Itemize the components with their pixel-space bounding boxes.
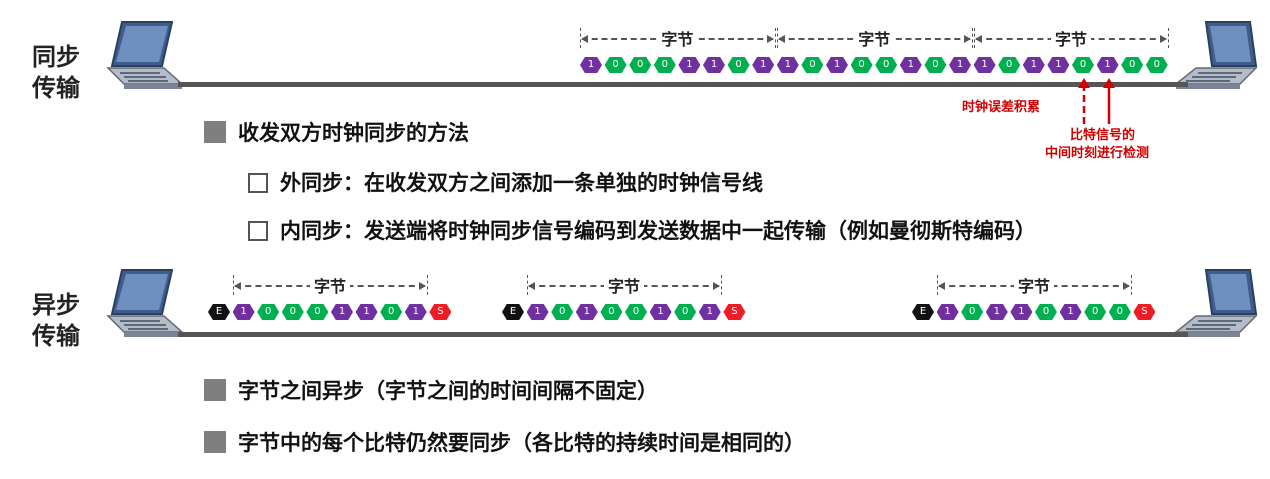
async-bit: 1 (1010, 304, 1033, 320)
external-sync-item: 外同步：在收发双方之间添加一条单独的时钟信号线 (248, 167, 763, 197)
sync-bit: 1 (776, 57, 799, 73)
clock-error-arrow (1078, 78, 1090, 124)
sync-bit: 0 (875, 57, 898, 73)
sync-bit: 1 (949, 57, 971, 73)
sample-point-arrow (1103, 78, 1115, 124)
async-bit: 1 (936, 304, 959, 320)
async-bit: 0 (281, 304, 304, 320)
laptop-icon (1173, 21, 1258, 89)
async-bit: 1 (1059, 304, 1082, 320)
sync-bit: 0 (727, 57, 750, 73)
async-bit: 0 (257, 304, 280, 320)
stop-bit: S (429, 304, 452, 320)
async-label: 异步 传输 (32, 290, 80, 352)
external-sync-text: 外同步：在收发双方之间添加一条单独的时钟信号线 (280, 171, 763, 195)
start-bit: E (912, 304, 934, 320)
sync-bit: 1 (1047, 57, 1070, 73)
sample-label-line1: 比特信号的 (1070, 128, 1136, 143)
async-bit: 1 (526, 304, 549, 320)
square-bullet-icon (204, 379, 226, 401)
byte-label: 字节 (1051, 26, 1092, 50)
sync-bit: 0 (604, 57, 627, 73)
async-bit: 0 (551, 304, 574, 320)
hollow-square-bullet-icon (248, 221, 268, 241)
stop-bit: S (1133, 304, 1156, 320)
async-bit: 0 (674, 304, 697, 320)
async-bit: 1 (649, 304, 672, 320)
async-bit: 0 (961, 304, 984, 320)
byte-label: 字节 (604, 273, 645, 297)
sync-bit: 0 (1072, 57, 1094, 73)
sync-bit: 0 (629, 57, 652, 73)
sync-bit: 1 (826, 57, 848, 73)
sync-bit: 0 (924, 57, 947, 73)
async-bit: 1 (404, 304, 427, 320)
sync-bit: 1 (678, 57, 701, 73)
async-transmission-line (178, 332, 1188, 337)
async-bit: 1 (698, 304, 721, 320)
sync-bit: 1 (1022, 57, 1045, 73)
async-bit: 1 (232, 304, 255, 320)
internal-sync-item: 内同步：发送端将时钟同步信号编码到发送数据中一起传输（例如曼彻斯特编码） (248, 215, 1036, 245)
stop-bit: S (723, 304, 746, 320)
async-bit: 0 (380, 304, 403, 320)
square-bullet-icon (204, 431, 226, 453)
start-bit: E (208, 304, 230, 320)
sync-bit: 1 (899, 57, 922, 73)
hollow-square-bullet-icon (248, 173, 268, 193)
sync-bit: 0 (850, 57, 873, 73)
async-bit: 0 (1084, 304, 1107, 320)
async-point-2-text: 字节中的每个比特仍然要同步（各比特的持续时间是相同的） (238, 431, 805, 455)
laptop-icon (106, 269, 184, 337)
async-bit: 0 (1108, 304, 1131, 320)
internal-sync-text: 内同步：发送端将时钟同步信号编码到发送数据中一起传输（例如曼彻斯特编码） (280, 219, 1036, 243)
async-bit: 0 (1035, 304, 1057, 320)
async-bit: 1 (575, 304, 598, 320)
clock-error-label: 时钟误差积累 (962, 100, 1041, 115)
async-label-line1: 异步 (32, 291, 80, 319)
async-point-1: 字节之间异步（字节之间的时间间隔不固定） (204, 375, 658, 405)
sync-transmission-line (178, 82, 1188, 87)
sync-bit: 1 (1096, 57, 1119, 73)
byte-label: 字节 (854, 26, 895, 50)
sync-bit: 0 (801, 57, 824, 73)
sync-bit: 1 (580, 57, 602, 73)
sync-label: 同步 传输 (32, 42, 80, 104)
method-title: 收发双方时钟同步的方法 (204, 117, 469, 147)
byte-label: 字节 (1014, 273, 1055, 297)
method-title-text: 收发双方时钟同步的方法 (238, 121, 469, 145)
byte-label: 字节 (310, 273, 351, 297)
byte-label: 字节 (657, 26, 698, 50)
start-bit: E (502, 304, 524, 320)
laptop-icon (1173, 269, 1258, 337)
async-point-2: 字节中的每个比特仍然要同步（各比特的持续时间是相同的） (204, 427, 805, 457)
async-bit: 1 (355, 304, 378, 320)
async-bit: 1 (331, 304, 353, 320)
async-bit: 0 (600, 304, 623, 320)
laptop-icon (106, 21, 184, 89)
sync-label-line1: 同步 (32, 43, 80, 71)
async-label-line2: 传输 (32, 322, 80, 350)
sync-bit: 1 (752, 57, 775, 73)
sync-bit: 1 (973, 57, 996, 73)
sample-label-line2: 中间时刻进行检测 (1045, 146, 1150, 161)
sync-bit: 0 (653, 57, 676, 73)
async-bit: 0 (306, 304, 329, 320)
async-bit: 1 (985, 304, 1008, 320)
async-point-1-text: 字节之间异步（字节之间的时间间隔不固定） (238, 379, 658, 403)
sync-bit: 0 (1145, 57, 1168, 73)
sync-label-line2: 传输 (32, 74, 80, 102)
sync-bit: 0 (1121, 57, 1144, 73)
sync-bit: 0 (998, 57, 1021, 73)
square-bullet-icon (204, 121, 226, 143)
sync-bit: 1 (703, 57, 725, 73)
async-bit: 0 (625, 304, 647, 320)
